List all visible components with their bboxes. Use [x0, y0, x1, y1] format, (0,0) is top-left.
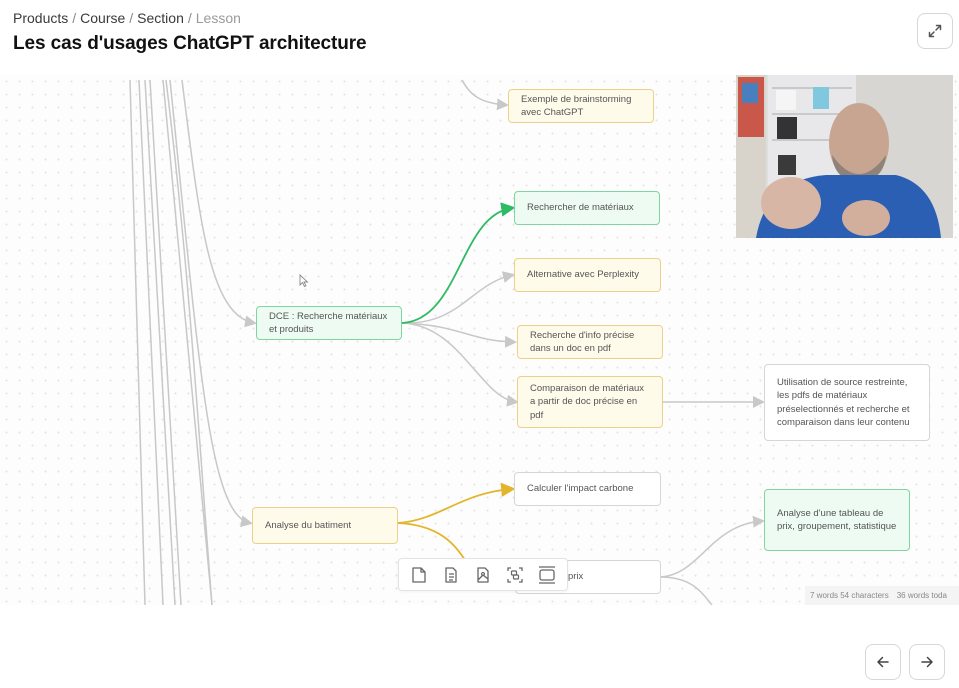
trunk-line — [129, 79, 146, 605]
edge-yellow — [397, 522, 466, 561]
arrow-right-icon — [921, 656, 933, 668]
breadcrumb-separator: / — [129, 10, 134, 26]
slide-layout-icon — [539, 565, 555, 584]
edge-yellow — [397, 482, 516, 524]
edge — [401, 271, 515, 324]
edge — [401, 322, 517, 348]
breadcrumb-course[interactable]: Course — [80, 10, 126, 26]
previous-lesson-button[interactable] — [865, 644, 901, 680]
node-dce: DCE : Recherche matériaux et produits — [256, 306, 402, 340]
frame-select-button[interactable] — [503, 563, 527, 587]
edge — [401, 322, 519, 407]
blank-page-button[interactable] — [407, 563, 431, 587]
word-count-status: 7 words 54 characters 36 words toda — [805, 586, 959, 605]
mouse-cursor-icon — [299, 274, 309, 288]
editor-toolbar — [398, 558, 568, 591]
trunk-line — [149, 79, 182, 605]
fullscreen-button[interactable] — [917, 13, 953, 49]
edge — [181, 79, 257, 328]
next-lesson-button[interactable] — [909, 644, 945, 680]
node-rechercher-materiaux: Rechercher de matériaux — [514, 191, 660, 225]
image-page-button[interactable] — [471, 563, 495, 587]
node-perplexity: Alternative avec Perplexity — [514, 258, 661, 292]
breadcrumb-separator: / — [187, 10, 192, 26]
mindmap-edges — [129, 79, 765, 605]
trunk-line — [162, 79, 213, 605]
breadcrumb: Products/Course/Section/Lesson — [13, 10, 367, 27]
node-info-pdf: Recherche d'info précise dans un doc en … — [517, 325, 663, 359]
presenter-video-frame — [736, 75, 953, 238]
lesson-header: Products/Course/Section/Lesson Les cas d… — [13, 10, 367, 55]
node-brainstorm: Exemple de brainstorming avec ChatGPT — [508, 89, 654, 123]
breadcrumb-lesson: Lesson — [195, 10, 241, 26]
breadcrumb-products[interactable]: Products — [13, 10, 69, 26]
frame-select-icon — [507, 566, 523, 583]
breadcrumb-separator: / — [72, 10, 77, 26]
trunk-line — [144, 79, 176, 605]
blank-page-icon — [412, 566, 426, 583]
trunk-line — [138, 79, 164, 605]
edge-green — [401, 202, 516, 324]
slide-layout-button[interactable] — [535, 563, 559, 587]
word-count: 7 words 54 characters — [810, 591, 889, 600]
edge — [461, 79, 509, 111]
image-page-icon — [477, 566, 489, 583]
video-player[interactable]: Exemple de brainstorming avec ChatGPT Re… — [0, 75, 959, 605]
node-impact-carbone: Calculer l'impact carbone — [514, 472, 661, 506]
page-title: Les cas d'usages ChatGPT architecture — [13, 33, 367, 54]
trunk-line — [165, 79, 213, 605]
node-analyse-batiment: Analyse du batiment — [252, 507, 398, 544]
node-source-restreinte: Utilisation de source restreinte, les pd… — [764, 364, 930, 441]
text-page-button[interactable] — [439, 563, 463, 587]
today-word-count: 36 words toda — [896, 591, 947, 600]
node-comparaison: Comparaison de matériaux a partir de doc… — [517, 376, 663, 428]
edge — [659, 576, 713, 605]
edge — [169, 79, 253, 528]
edge — [659, 515, 765, 578]
node-tableau-prix: Analyse d'une tableau de prix, groupemen… — [764, 489, 910, 551]
webcam-overlay — [736, 75, 953, 238]
arrow-left-icon — [877, 656, 889, 668]
breadcrumb-section[interactable]: Section — [137, 10, 184, 26]
expand-arrows-icon — [928, 24, 942, 38]
text-page-icon — [445, 566, 457, 583]
